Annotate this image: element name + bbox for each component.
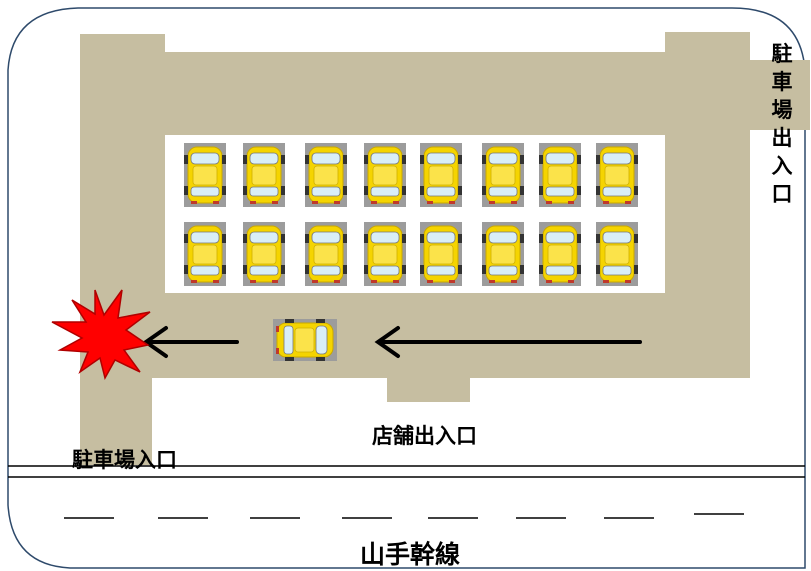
parking-area (165, 135, 665, 293)
parked-car-icon (242, 221, 286, 287)
parked-car-icon (419, 221, 463, 287)
road-center-dashes (64, 513, 744, 519)
parked-car-icon (242, 142, 286, 208)
parked-car-icon (304, 221, 348, 287)
parked-car-icon (481, 142, 525, 208)
parked-car-icon (363, 221, 407, 287)
road-name-label: 山手幹線 (360, 540, 461, 569)
parked-car-icon (183, 221, 227, 287)
parked-car-icon (419, 142, 463, 208)
moving-car-icon (272, 318, 338, 362)
parking-entrance-label: 駐車場入口 (72, 448, 177, 472)
direction-arrow-icon (374, 326, 642, 358)
direction-arrow-icon (142, 326, 239, 358)
parked-car-icon (595, 142, 639, 208)
parked-car-icon (363, 142, 407, 208)
parked-car-icon (538, 142, 582, 208)
diagram-frame (7, 7, 806, 569)
parked-car-icon (595, 221, 639, 287)
parking-exit-label: 駐車場出入口 (771, 42, 793, 206)
parked-car-icon (183, 142, 227, 208)
parked-car-icon (481, 221, 525, 287)
parked-car-icon (304, 142, 348, 208)
collision-burst-icon (51, 289, 151, 381)
shop-entrance-label: 店舗出入口 (372, 424, 477, 448)
parked-car-icon (538, 221, 582, 287)
